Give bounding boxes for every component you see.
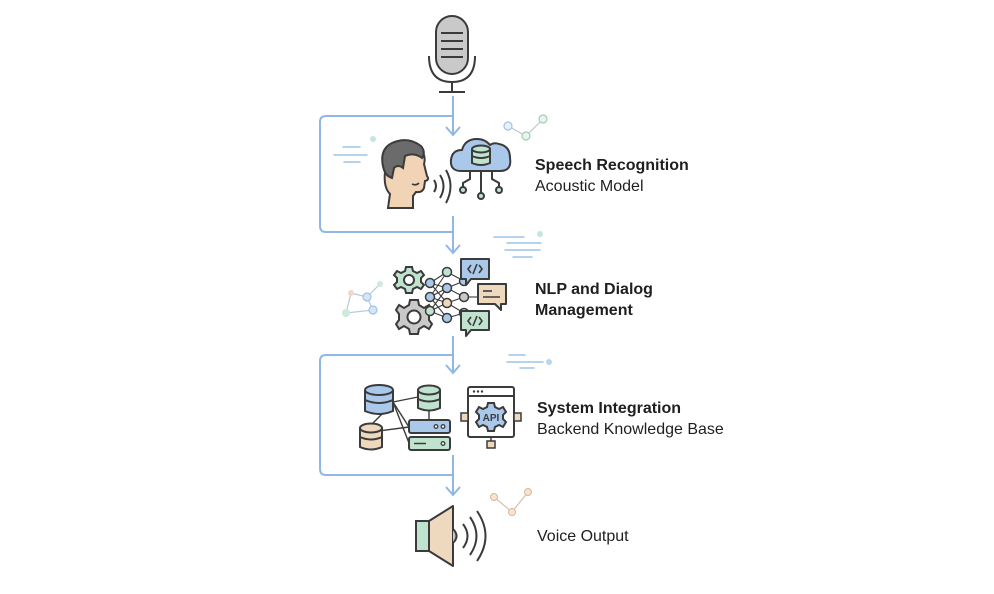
person-speaking-icon	[381, 139, 452, 209]
speech-recognition-title: Speech Recognition	[535, 157, 689, 174]
speaker-icon	[415, 505, 487, 567]
chat-bubble-icon	[477, 283, 507, 311]
database-tan-icon	[359, 422, 383, 451]
databases-servers-icon	[359, 384, 451, 451]
microphone-icon	[428, 15, 476, 93]
voice-output-title: Voice Output	[537, 528, 629, 545]
voice-output-label: Voice Output	[537, 526, 629, 547]
cloud-database-icon	[449, 137, 512, 200]
arrow-mic-to-speech	[445, 126, 461, 137]
connector-lines	[319, 96, 461, 497]
code-bubble-icon-secondary	[460, 310, 490, 337]
nlp-title-line2: Management	[535, 302, 633, 319]
speech-recognition-label: Speech Recognition Acoustic Model	[535, 155, 689, 197]
gears-icon	[392, 266, 434, 335]
arrow-nlp-to-system	[445, 364, 461, 375]
large-gear-icon	[394, 299, 434, 335]
system-integration-subtitle: Backend Knowledge Base	[537, 421, 724, 438]
speech-recognition-subtitle: Acoustic Model	[535, 178, 644, 195]
decorative-elements	[333, 114, 552, 516]
nlp-title-line1: NLP and Dialog	[535, 281, 653, 298]
database-green-icon	[417, 384, 441, 412]
server-stack-icon	[408, 419, 451, 451]
loop-speech-bracket	[319, 115, 453, 233]
api-text: API	[483, 413, 500, 424]
api-window-icon: API	[460, 386, 522, 449]
database-blue-icon	[364, 384, 394, 415]
loop-system-bracket	[319, 354, 453, 476]
arrow-system-to-voice	[445, 486, 461, 497]
nlp-dialog-label: NLP and Dialog Management	[535, 279, 653, 321]
system-integration-title: System Integration	[537, 400, 682, 417]
code-bubble-icon	[460, 258, 490, 286]
small-gear-icon	[392, 266, 426, 294]
arrow-speech-to-nlp	[445, 244, 461, 255]
system-integration-label: System Integration Backend Knowledge Bas…	[537, 398, 724, 440]
